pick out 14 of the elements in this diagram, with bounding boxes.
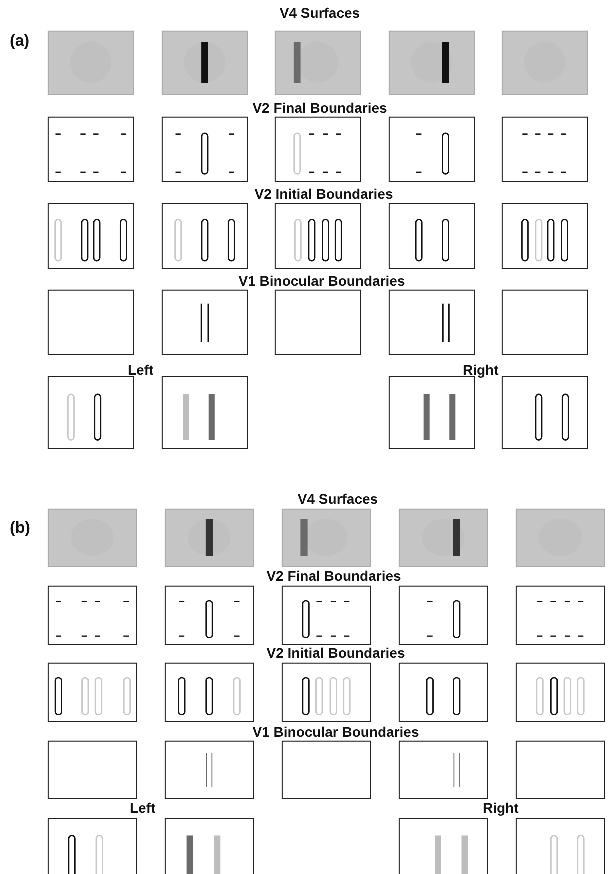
row-heading: V2 Initial Boundaries xyxy=(266,646,406,660)
row-heading: V1 Binocular Boundaries xyxy=(252,725,420,739)
row-heading: V2 Initial Boundaries xyxy=(254,187,394,201)
row-heading: Right xyxy=(483,801,519,815)
row-heading: Left xyxy=(130,801,156,815)
panel-letter: (a) xyxy=(10,34,30,50)
row-heading: V4 Surfaces xyxy=(280,6,360,20)
row-heading: V1 Binocular Boundaries xyxy=(238,274,406,288)
row-heading: V4 Surfaces xyxy=(298,492,378,506)
panel-letter: (b) xyxy=(10,521,30,537)
row-heading: V2 Final Boundaries xyxy=(252,101,388,115)
row-heading: V2 Final Boundaries xyxy=(266,569,402,583)
row-heading: Right xyxy=(463,363,499,377)
row-heading: Left xyxy=(128,363,154,377)
